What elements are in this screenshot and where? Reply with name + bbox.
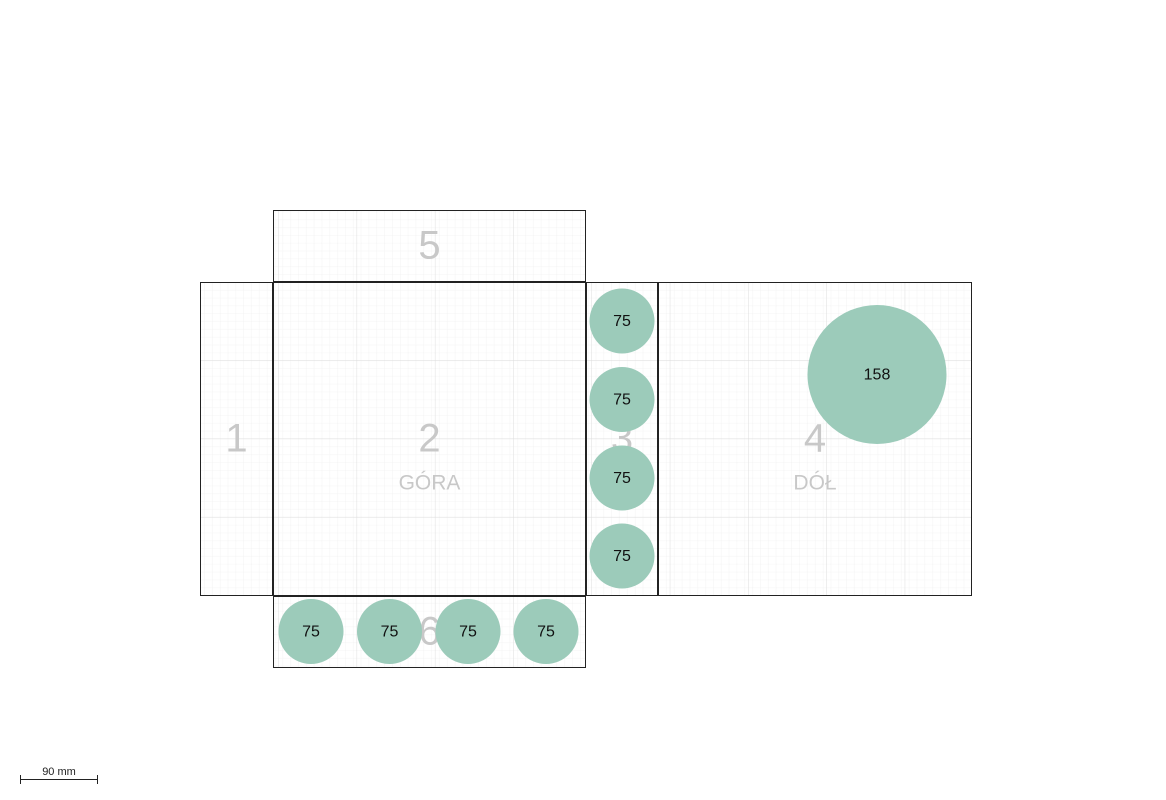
circle-item-large: 158 [807, 305, 947, 444]
panel-5: 5 [273, 210, 586, 282]
circle-label: 75 [613, 313, 631, 330]
circle-label: 158 [864, 367, 891, 384]
panel-1-number: 1 [225, 417, 247, 461]
panel-5-number: 5 [418, 224, 440, 268]
scale-bar: 90 mm [20, 766, 98, 784]
panel-2-sublabel: GÓRA [399, 472, 461, 495]
scale-bar-label: 90 mm [42, 766, 76, 778]
circle-item: 75 [589, 367, 655, 432]
circle-label: 75 [613, 548, 631, 565]
circle-item: 75 [589, 288, 655, 354]
circle-label: 75 [459, 624, 477, 641]
circle-item: 75 [513, 599, 579, 664]
circle-label: 75 [381, 624, 399, 641]
circle-label: 75 [613, 470, 631, 487]
circle-item: 75 [278, 599, 344, 664]
panel-2-number: 2 [418, 417, 440, 461]
circle-item: 75 [589, 523, 655, 589]
circle-item: 75 [357, 599, 422, 664]
circle-item: 75 [589, 445, 655, 511]
panel-1: 1 [200, 282, 273, 596]
circle-label: 75 [613, 392, 631, 409]
circles-group: 75 75 75 75 75 75 75 75 [278, 288, 947, 664]
panel-4-number: 4 [804, 417, 826, 461]
circle-item: 75 [435, 599, 501, 664]
circle-label: 75 [537, 624, 555, 641]
panel-6-number: 6 [418, 610, 440, 654]
circle-label: 75 [302, 624, 320, 641]
panel-4-sublabel: DÓŁ [793, 472, 836, 495]
panel-2: 2 GÓRA [273, 282, 586, 596]
